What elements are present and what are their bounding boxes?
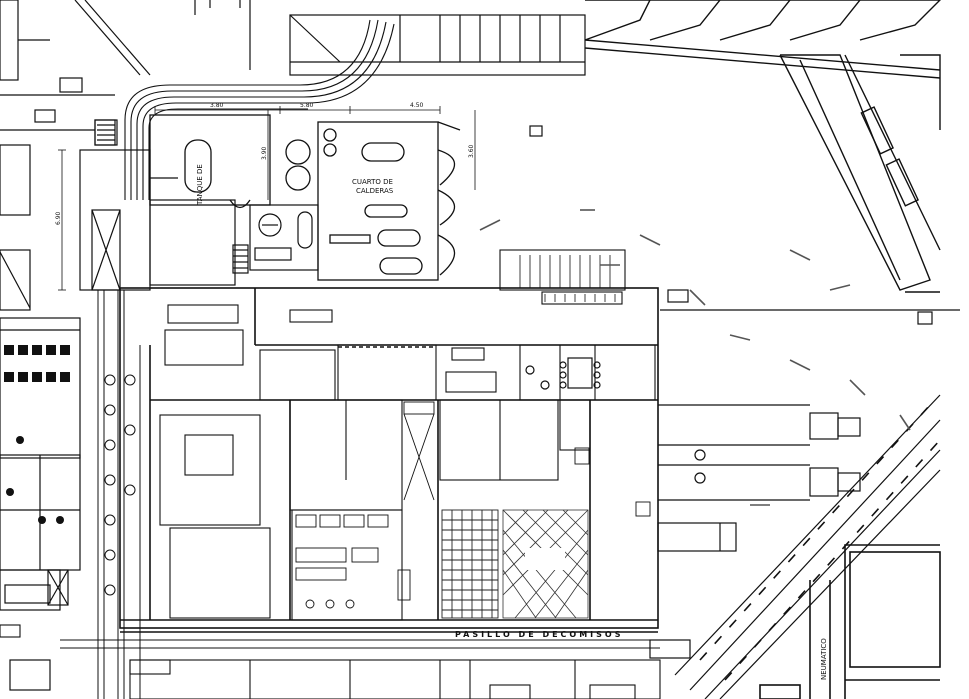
tank-label: TANQUE DE: [196, 164, 204, 206]
top-right-angled-roofs: [584, 0, 941, 79]
conference-table: [525, 357, 601, 390]
corridor-label: PASILLO DE DECOMISOS: [455, 630, 623, 639]
bottom-corridor-strip: [0, 624, 661, 699]
left-service-corridor: [79, 119, 236, 291]
boiler-room-label-line2: CALDERAS: [356, 187, 394, 195]
dimension-label: 3.90: [261, 146, 268, 160]
dimension-lines: [58, 106, 476, 291]
office-desk-grid: [4, 345, 70, 524]
boiler-room: [285, 121, 461, 281]
dimension-label: 5.80: [300, 102, 314, 109]
dimension-label: 6.90: [55, 211, 62, 225]
boiler-room-label-line1: CUARTO DE: [352, 178, 393, 186]
dimension-label: 3.60: [468, 144, 475, 158]
grating-block-left: [441, 509, 499, 619]
curved-pipe-run: [124, 19, 395, 200]
top-left-structures: [0, 0, 251, 311]
top-stair-ramp: [289, 14, 586, 76]
flow-dashes: [479, 209, 911, 506]
stair-hatch: [519, 255, 616, 302]
crosshatch-block-right: [502, 509, 589, 619]
dimension-label: 3.80: [210, 102, 224, 109]
neumatico-label: NEUMATICO: [820, 638, 828, 680]
main-building-rooms: [159, 249, 656, 621]
left-office-block: [0, 317, 81, 691]
dimension-label: 4.50: [410, 102, 424, 109]
pump-room: [232, 204, 319, 274]
diagonal-ramp: [674, 394, 941, 699]
right-vehicle-bays: [529, 125, 960, 659]
diagonal-ramp-dashes: [699, 404, 941, 681]
top-right-diagonal-building: [779, 54, 941, 293]
bottom-right-building: [759, 544, 941, 699]
lab-equipment: [295, 401, 651, 609]
